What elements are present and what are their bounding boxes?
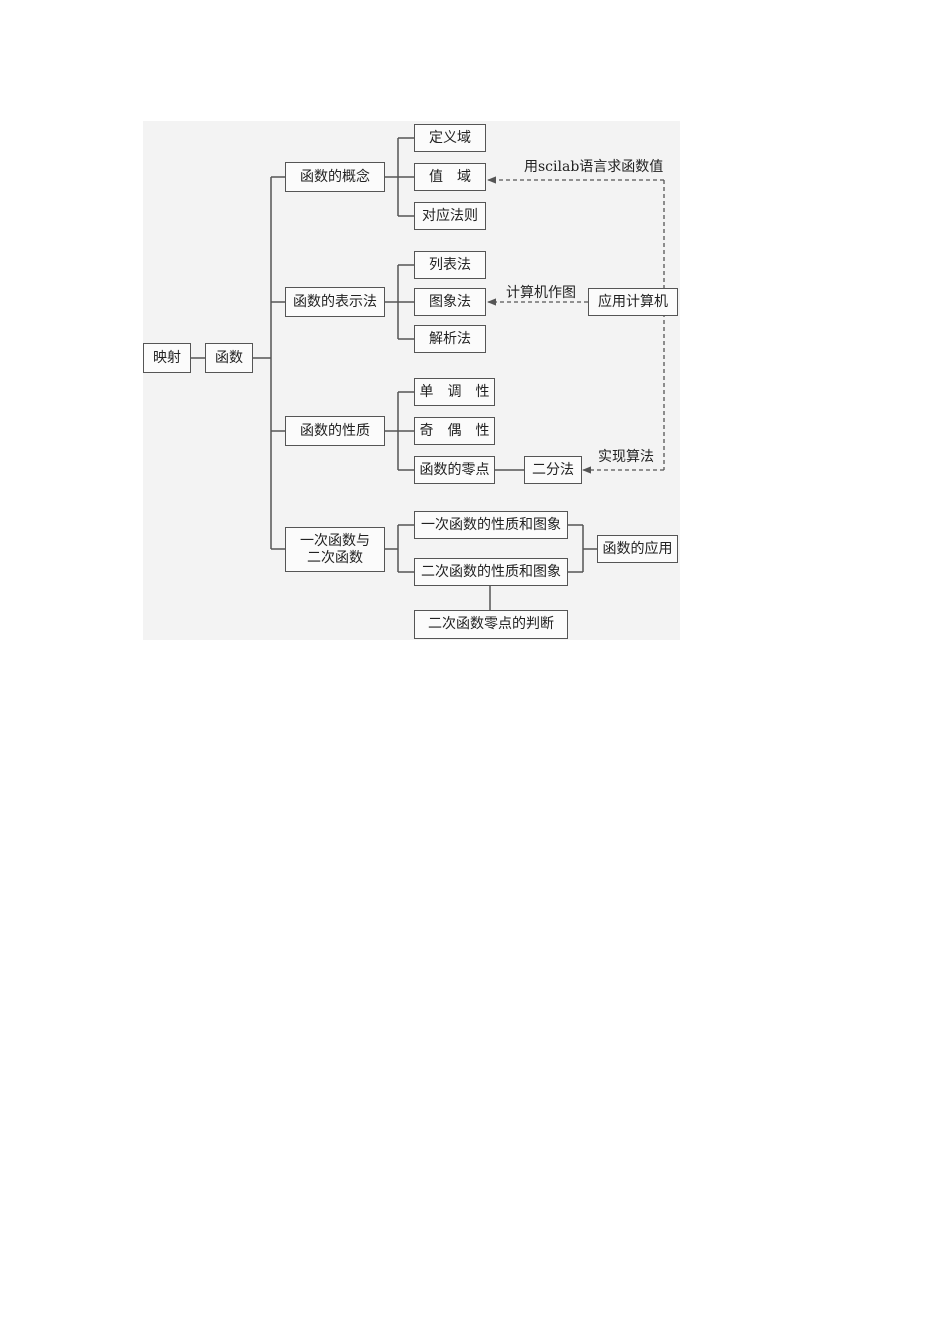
node-applications-label: 函数的应用 xyxy=(602,540,673,557)
node-domain-label: 定义域 xyxy=(429,129,471,146)
node-function-label: 函数 xyxy=(215,349,243,366)
edge-label-scilab: 用scilab语言求函数值 xyxy=(524,159,664,175)
node-computer: 应用计算机 xyxy=(588,288,678,316)
node-linear-props: 一次函数的性质和图象 xyxy=(414,511,568,539)
node-list-method-label: 列表法 xyxy=(429,256,471,273)
node-graph-method-label: 图象法 xyxy=(429,293,471,310)
node-range: 值 域 xyxy=(414,163,486,191)
node-bisection: 二分法 xyxy=(524,456,582,484)
node-applications: 函数的应用 xyxy=(597,535,678,563)
diagram-panel xyxy=(143,121,680,640)
edge-label-plot: 计算机作图 xyxy=(506,285,576,301)
node-analytic-method-label: 解析法 xyxy=(429,330,471,347)
edge-label-algorithm: 实现算法 xyxy=(598,449,654,465)
node-quadratic-zero: 二次函数零点的判断 xyxy=(414,610,568,639)
node-quadratic-props-label: 二次函数的性质和图象 xyxy=(421,563,561,580)
node-representation: 函数的表示法 xyxy=(285,287,385,317)
node-representation-label: 函数的表示法 xyxy=(293,293,377,310)
node-parity-label: 奇 偶 性 xyxy=(419,422,490,439)
node-properties-label: 函数的性质 xyxy=(300,422,370,439)
node-function: 函数 xyxy=(205,343,253,373)
node-rule-label: 对应法则 xyxy=(422,207,478,224)
node-properties: 函数的性质 xyxy=(285,416,385,446)
node-computer-label: 应用计算机 xyxy=(598,293,668,310)
node-linear-quadratic-label: 一次函数与 二次函数 xyxy=(300,532,370,566)
node-linear-props-label: 一次函数的性质和图象 xyxy=(421,516,561,533)
node-list-method: 列表法 xyxy=(414,251,486,279)
node-graph-method: 图象法 xyxy=(414,288,486,316)
node-analytic-method: 解析法 xyxy=(414,325,486,353)
node-monotonicity-label: 单 调 性 xyxy=(419,383,490,400)
node-quadratic-props: 二次函数的性质和图象 xyxy=(414,558,568,586)
node-concept: 函数的概念 xyxy=(285,162,385,192)
node-bisection-label: 二分法 xyxy=(532,461,574,478)
node-linear-quadratic: 一次函数与 二次函数 xyxy=(285,527,385,572)
node-mapping: 映射 xyxy=(143,343,191,373)
node-range-label: 值 域 xyxy=(429,168,471,185)
node-zeros: 函数的零点 xyxy=(414,456,495,484)
node-zeros-label: 函数的零点 xyxy=(419,461,490,478)
node-concept-label: 函数的概念 xyxy=(300,168,370,185)
node-monotonicity: 单 调 性 xyxy=(414,378,495,406)
node-mapping-label: 映射 xyxy=(153,349,181,366)
node-rule: 对应法则 xyxy=(414,202,486,230)
node-quadratic-zero-label: 二次函数零点的判断 xyxy=(428,616,554,632)
node-parity: 奇 偶 性 xyxy=(414,417,495,445)
node-domain: 定义域 xyxy=(414,124,486,152)
